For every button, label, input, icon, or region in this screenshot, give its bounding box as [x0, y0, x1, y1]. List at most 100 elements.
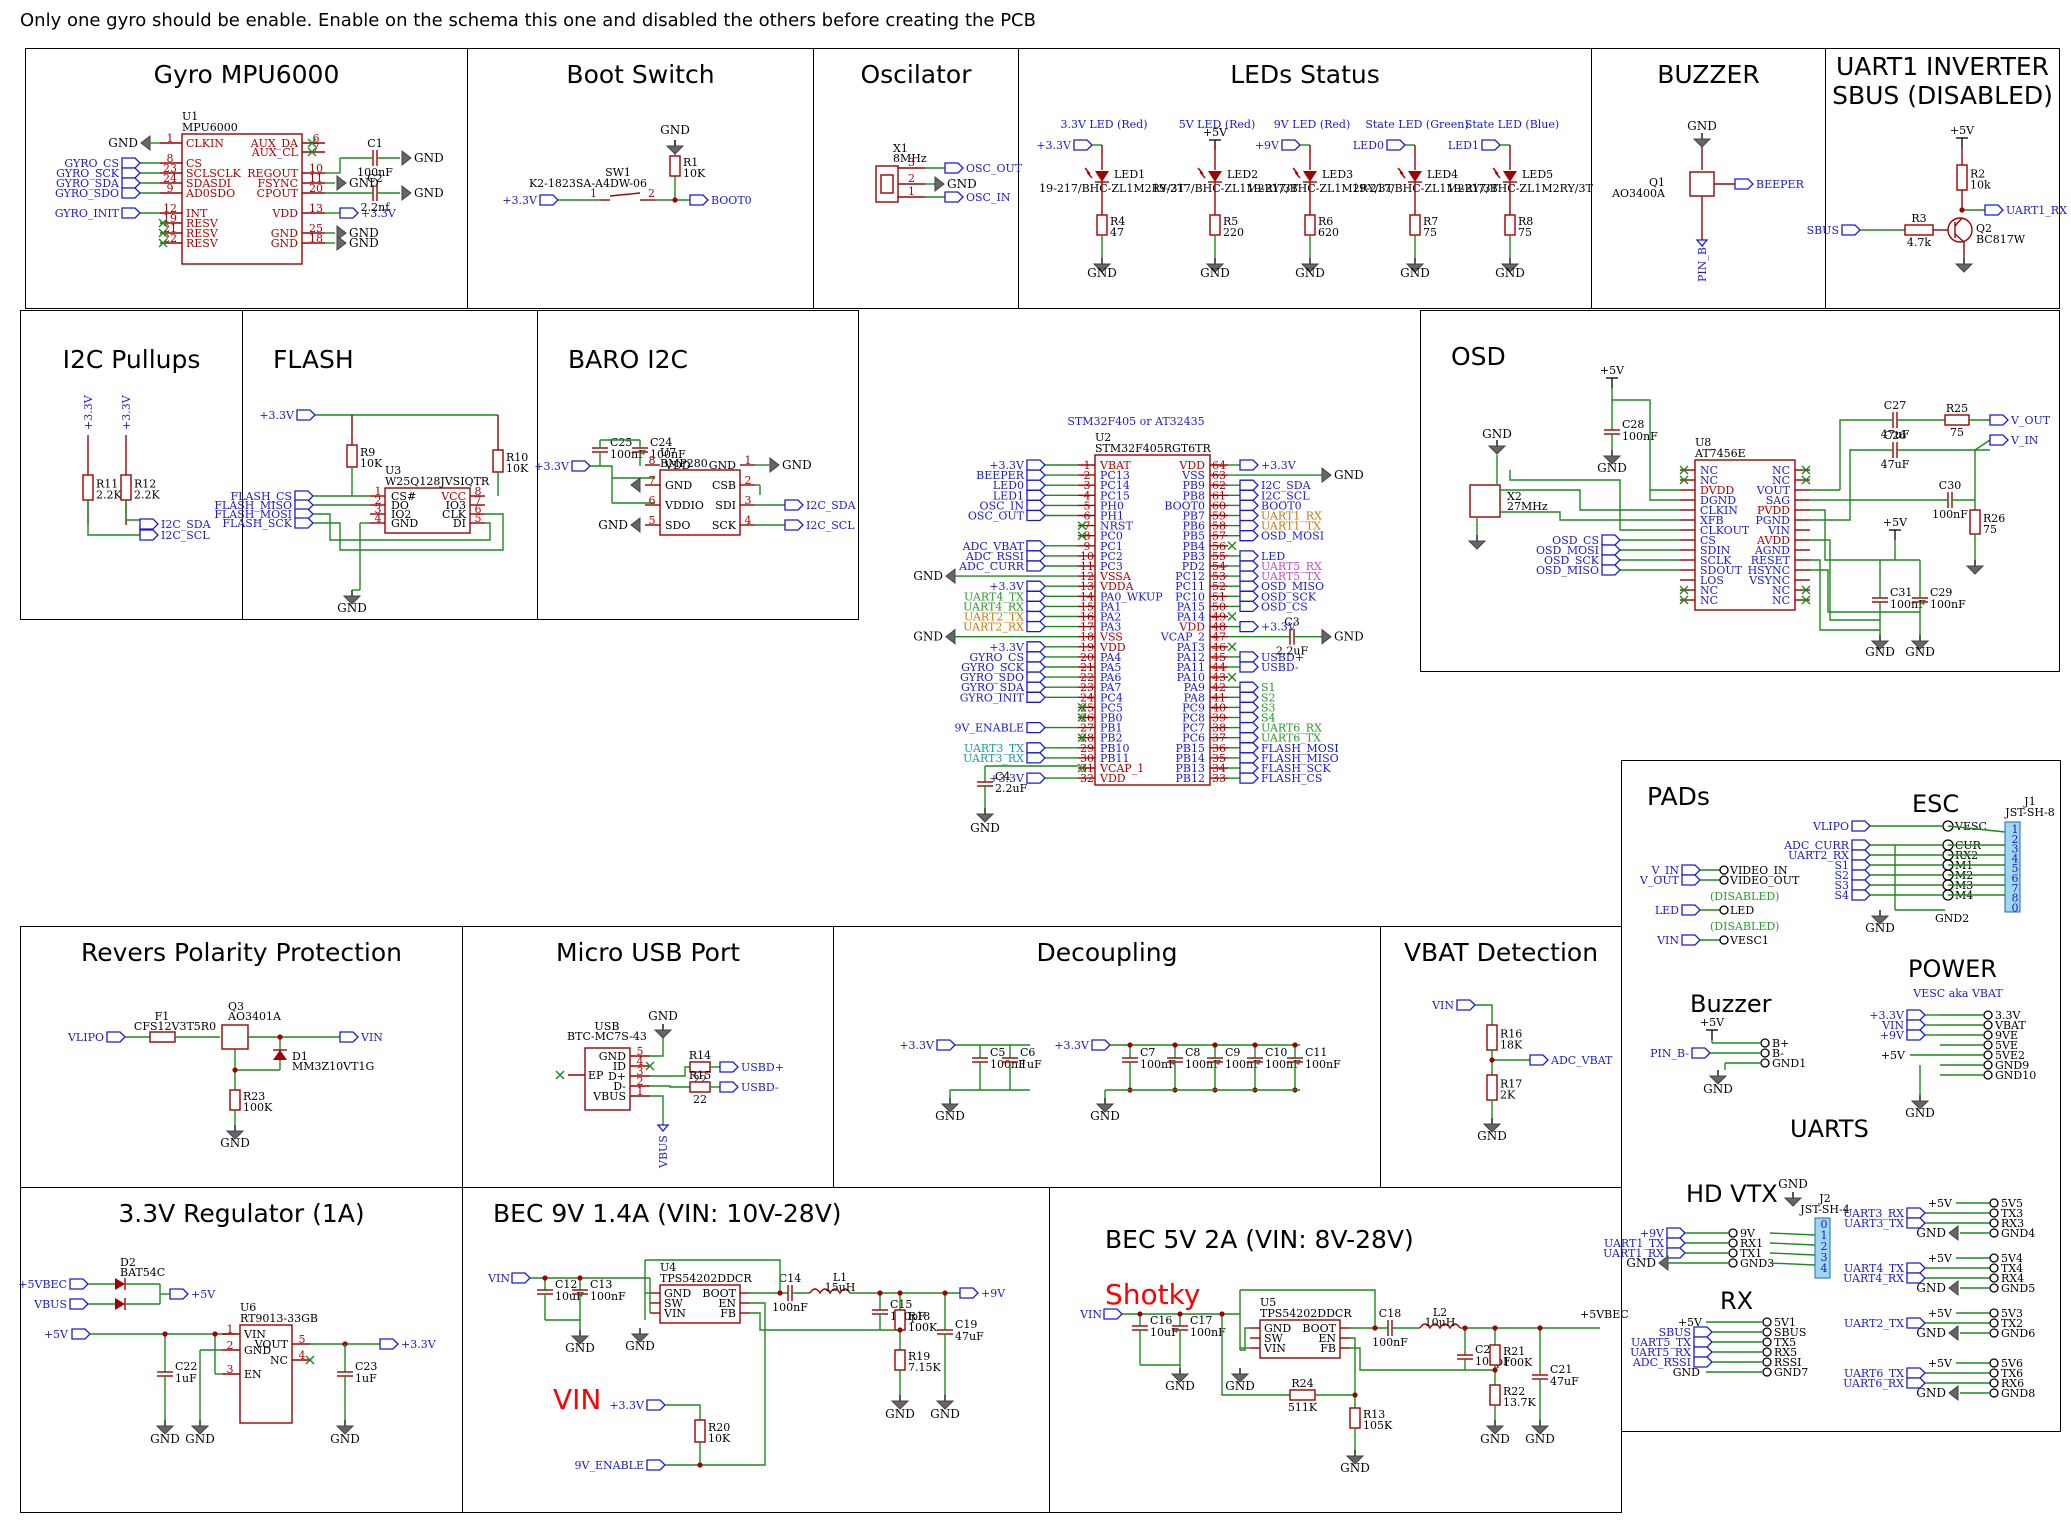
- net-port-label: +5VBEC: [18, 1278, 67, 1291]
- wire: [665, 1404, 701, 1420]
- ground-label: GND: [930, 1407, 960, 1421]
- wire: [1679, 595, 1689, 605]
- ground-label: GND: [1340, 1461, 1370, 1475]
- net-port: [121, 167, 141, 179]
- ground-label: GND: [913, 569, 943, 583]
- cap-ref: C30: [1939, 479, 1961, 492]
- net-port-label: VLIPO: [1812, 820, 1849, 833]
- diode-ref: D1: [292, 1050, 308, 1063]
- ground-symbol: [401, 184, 412, 202]
- resistor-value: 105K: [1363, 1419, 1393, 1432]
- crystal-value: 27MHz: [1507, 500, 1548, 513]
- ground-label: GND: [935, 1109, 965, 1123]
- net-port-label: GYRO_CS: [969, 651, 1024, 664]
- pin-number: 9: [167, 182, 174, 195]
- fuse-ref: F1: [155, 1010, 170, 1023]
- pin-number: 11: [309, 172, 323, 185]
- cap-ref: C21: [1550, 1363, 1572, 1376]
- panel-title: BUZZER: [1657, 60, 1760, 89]
- ground-label: GND: [565, 1341, 595, 1355]
- pad-circle: [1989, 1318, 1999, 1328]
- wire: [1679, 465, 1689, 475]
- ground-symbol: [342, 595, 362, 605]
- net-port: [71, 1328, 91, 1340]
- led-ref: LED4: [1427, 168, 1458, 181]
- ground-symbol: [1910, 1100, 1930, 1110]
- cap-ref: C5: [990, 1046, 1005, 1059]
- pin-number: 39: [1212, 712, 1226, 725]
- ground-label: GND: [1916, 1326, 1946, 1340]
- net-port-label: OSD_MISO: [1536, 564, 1599, 577]
- net-port: [1906, 1262, 1926, 1274]
- wire: [1227, 612, 1237, 621]
- usb-part: BTC-MC7S-43: [567, 1030, 647, 1043]
- cap-value: 100nF: [1265, 1058, 1301, 1071]
- pad-circle: [1728, 1248, 1738, 1258]
- pad-circle: [1762, 1317, 1772, 1327]
- wire: [1649, 490, 1680, 501]
- net-port: [1026, 459, 1046, 471]
- net-port: [1906, 1317, 1926, 1329]
- net-port-label: +3.3V: [1261, 621, 1297, 634]
- net-port: [1239, 620, 1259, 633]
- net-port-label: +3.3V: [609, 1399, 645, 1412]
- pin-name: CS: [186, 157, 202, 170]
- pin-number: 4: [299, 1349, 306, 1362]
- cap-value: 10uF: [1150, 1326, 1179, 1339]
- connector-body: [2004, 821, 2021, 913]
- diode-part: BAT54C: [120, 1266, 165, 1279]
- pin-number: 3: [227, 1363, 234, 1376]
- net-port-label: USBD-: [741, 1081, 779, 1094]
- resistor-ref: R6: [1318, 215, 1333, 228]
- resistor-value: 75: [1423, 226, 1437, 239]
- cap-value: 100nF: [772, 1301, 808, 1314]
- junction-dot: [897, 1327, 903, 1333]
- pin-name: PB1: [1100, 722, 1122, 735]
- pin-number: 2: [227, 1339, 234, 1352]
- led-part: 19-217/BHC-ZL1M2RY/3T: [1039, 182, 1185, 195]
- ground-symbol: [1321, 628, 1332, 645]
- inductor-value: 15uH: [825, 1281, 856, 1294]
- net-port: [719, 1061, 739, 1073]
- net-port-label: LED1: [993, 489, 1024, 502]
- net-port-label: ADC_CURR: [1783, 839, 1850, 852]
- net-port: [784, 499, 804, 511]
- net-port-label: FLASH_MISO: [214, 499, 292, 512]
- resistor-value: 75: [1950, 426, 1964, 439]
- resistor-ref: R4: [1110, 215, 1125, 228]
- wire: [1292, 167, 1299, 175]
- shotky-annotation: Shotky: [1105, 1278, 1201, 1311]
- inductor-ref: L2: [1433, 1306, 1447, 1319]
- pin-number: 36: [1212, 742, 1226, 755]
- cap-ref: C10: [1265, 1046, 1287, 1059]
- ic-part: MPU6000: [182, 121, 238, 134]
- led-symbol: [1095, 171, 1109, 182]
- ground-label: GND: [913, 630, 943, 644]
- net-port-label: FLASH_MISO: [1261, 752, 1339, 765]
- pin-number: 46: [1212, 641, 1226, 654]
- net-port-label: UART4_RX: [1843, 1272, 1904, 1285]
- led-ref: LED3: [1322, 168, 1353, 181]
- pin-number: 23: [163, 162, 177, 175]
- resistor-value: 2.2K: [96, 489, 122, 502]
- net-port: [1239, 732, 1259, 744]
- pin-name: CLKIN: [1700, 504, 1738, 517]
- pin-number: 33: [1212, 772, 1226, 785]
- net-port: [1681, 864, 1701, 876]
- wire: [87, 500, 141, 536]
- net-port-label: ADC_RSSI: [1632, 1356, 1691, 1369]
- pad-circle: [1989, 1368, 1999, 1378]
- ground-symbol: [1345, 1455, 1365, 1465]
- net-port: [1239, 459, 1259, 471]
- wire: [313, 513, 491, 541]
- pin-name: NC: [1700, 594, 1718, 607]
- pin-name: FSYNC: [258, 177, 298, 190]
- resistor-ref: R19: [908, 1350, 930, 1363]
- connector-pin: 7: [2012, 882, 2019, 895]
- connector-ref: J2: [1818, 1192, 1830, 1205]
- pad-label: GND4: [2001, 1227, 2035, 1240]
- wire: [1810, 569, 1920, 613]
- resistor: [689, 1081, 711, 1093]
- net-port: [1601, 544, 1621, 556]
- cap-value: 10uF: [555, 1290, 584, 1303]
